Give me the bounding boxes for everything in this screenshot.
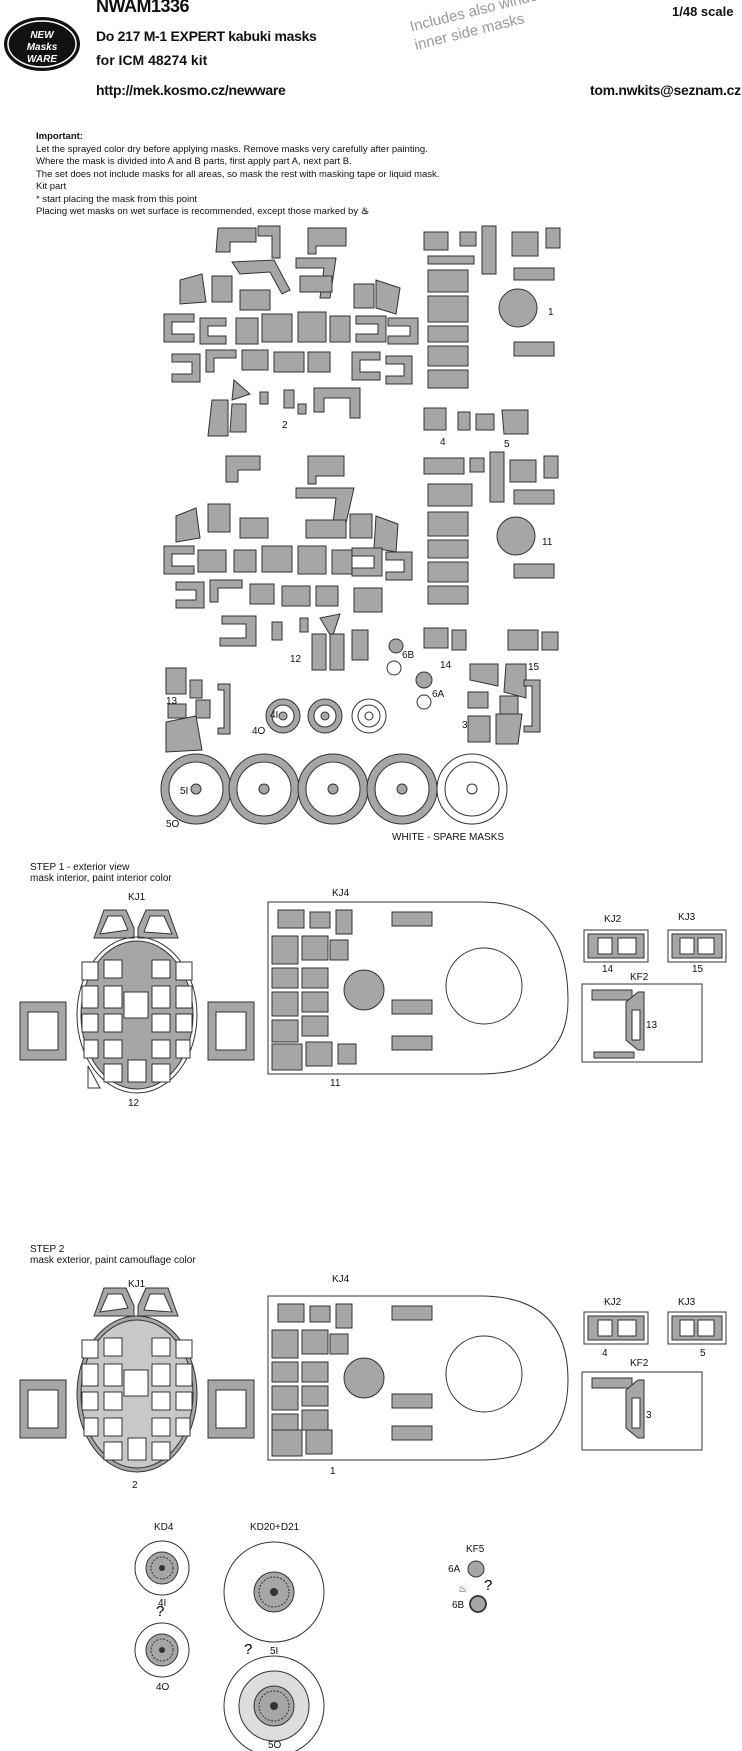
label-6b: 6B [402,650,415,661]
step1-side-windows [581,929,727,1063]
canopy-mask-group-b [163,455,413,671]
label-1: 1 [548,307,554,318]
scale: 1/48 scale [672,4,734,19]
note-line: Kit part [36,181,67,192]
label-kf2: KF2 [630,972,649,983]
large-wheel-masks [160,753,508,825]
label-5i: 5I [180,786,188,797]
label-4o: 4O [252,726,266,737]
label-4i: 4I [158,1598,166,1609]
label-2: 2 [132,1480,138,1491]
label-4: 4 [602,1348,608,1359]
label-11: 11 [330,1078,341,1089]
mask-sheet: 1 2 4 5 11 6B 12 14 15 6A 13 4I 4O 3 5I … [160,225,561,843]
label-4o: 4O [156,1682,170,1693]
label-kj1: KJ1 [128,1279,146,1290]
note-line: Where the mask is divided into A and B p… [36,156,352,167]
label-2: 2 [282,420,288,431]
step2-subtitle: mask exterior, paint camouflage color [30,1255,196,1266]
label-3: 3 [646,1410,652,1421]
note-line: The set does not include masks for all a… [36,168,440,180]
label-3: 3 [462,720,468,731]
question-mark: ? [156,1603,164,1620]
note-line: * start placing the mask from this point [36,193,198,205]
label-12: 12 [128,1098,140,1109]
email-link[interactable]: tom.nwkits@seznam.cz [590,82,741,98]
step1-fuselage-glazing [267,901,569,1075]
label-11: 11 [542,537,553,548]
notes-heading: Important: [36,131,83,142]
step2-fuselage-glazing [267,1295,569,1461]
label-15: 15 [692,964,704,975]
label-14: 14 [440,660,452,671]
canopy-mask-group-a [163,225,419,437]
label-kd4: KD4 [154,1522,174,1533]
wet-mask-icon: ♨ [360,206,370,217]
label-5o: 5O [166,819,180,830]
label-kf2: KF2 [630,1358,649,1369]
logo-text: NEW Masks WARE [26,30,58,65]
window-mask-group-b [386,451,559,710]
label-1: 1 [330,1466,336,1477]
product-title: Do 217 M-1 EXPERT kabuki masks [96,28,317,44]
label-12: 12 [290,654,302,665]
label-kj1: KJ1 [128,892,146,903]
label-13: 13 [166,696,178,707]
wet-mask-icon: ♨ [458,1584,467,1595]
step1-nose-canopy [19,909,255,1094]
label-14: 14 [602,964,614,975]
label-13: 13 [646,1020,658,1031]
label-kj4: KJ4 [332,1274,350,1285]
step2-wheels [134,1540,487,1751]
label-4i: 4I [270,710,278,721]
spare-masks-label: WHITE - SPARE MASKS [392,832,504,843]
note-line: Let the sprayed color dry before applyin… [36,143,428,155]
label-5o: 5O [268,1740,282,1751]
window-mask-group-a [423,225,561,435]
label-kj2: KJ2 [604,914,622,925]
label-15: 15 [528,662,540,673]
label-5: 5 [504,439,510,450]
kit-title: for ICM 48274 kit [96,52,208,68]
website-link[interactable]: http://mek.kosmo.cz/newware [96,82,286,98]
label-kj3: KJ3 [678,912,696,923]
label-5: 5 [700,1348,706,1359]
label-kj4: KJ4 [332,888,350,899]
note-line: Placing wet masks on wet surface is reco… [36,206,370,217]
label-kj3: KJ3 [678,1297,696,1308]
question-mark: ? [484,1577,492,1594]
step2-side-windows [581,1311,727,1451]
label-6a: 6A [432,689,445,700]
step1-title: STEP 1 - exterior view [30,862,130,873]
question-mark: ? [244,1641,252,1658]
logo: NEW Masks WARE [2,12,82,72]
label-6a: 6A [448,1564,461,1575]
step1-subtitle: mask interior, paint interior color [30,873,172,884]
frame-mask-group [165,663,541,753]
label-6b: 6B [452,1600,465,1611]
label-4: 4 [440,437,446,448]
small-wheel-masks [265,698,387,734]
label-kj2: KJ2 [604,1297,622,1308]
logo-badge [4,17,80,71]
label-kd20-d21: KD20+D21 [250,1522,300,1533]
product-code: NWAM1336 [96,0,190,16]
label-kf5: KF5 [466,1544,485,1555]
label-5i: 5I [270,1646,278,1657]
step2-title: STEP 2 [30,1244,65,1255]
step2-nose-canopy [19,1287,255,1473]
notes: Important: Let the sprayed color dry bef… [36,131,556,219]
